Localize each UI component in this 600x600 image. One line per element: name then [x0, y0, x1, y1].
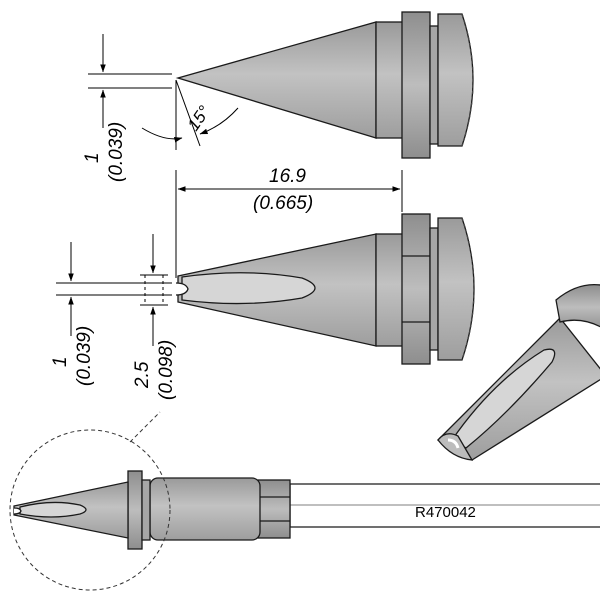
- mid-slot: [181, 272, 316, 305]
- persp-slot: [451, 348, 556, 449]
- bottom-assembly: [13, 470, 600, 550]
- length-dimension: [175, 170, 403, 278]
- bottom-groove: [141, 479, 151, 541]
- bottom-flange: [127, 470, 143, 550]
- length-mm: 16.9: [269, 166, 306, 187]
- middle-view-tip: [175, 213, 475, 365]
- top-flange: [401, 11, 431, 159]
- persp-collar: [555, 283, 600, 328]
- top-thickness-mm: 1: [82, 152, 103, 163]
- detail-callout: [9, 411, 171, 591]
- top-dimensions: [88, 34, 239, 150]
- top-collar: [375, 21, 405, 139]
- top-view-tip: [175, 11, 474, 159]
- persp-tip-face: [437, 433, 474, 461]
- mid-tip-notch: [175, 282, 189, 296]
- part-number-label: R470042: [415, 504, 476, 521]
- length-inch: (0.665): [253, 193, 313, 214]
- top-thickness-inch: (0.039): [106, 122, 127, 182]
- mid-groove: [429, 227, 439, 351]
- hex-body: [257, 479, 291, 539]
- mid-thickness-inch: (0.039): [74, 326, 95, 386]
- mid-flange: [401, 213, 431, 365]
- perspective-view-tip: [436, 283, 600, 461]
- top-groove: [429, 25, 439, 145]
- mid-width-mm: 2.5: [132, 361, 153, 389]
- middle-dimensions: [56, 234, 172, 346]
- mid-collar: [375, 233, 405, 347]
- mid-width-inch: (0.098): [156, 340, 177, 400]
- mid-thickness-mm: 1: [50, 356, 71, 367]
